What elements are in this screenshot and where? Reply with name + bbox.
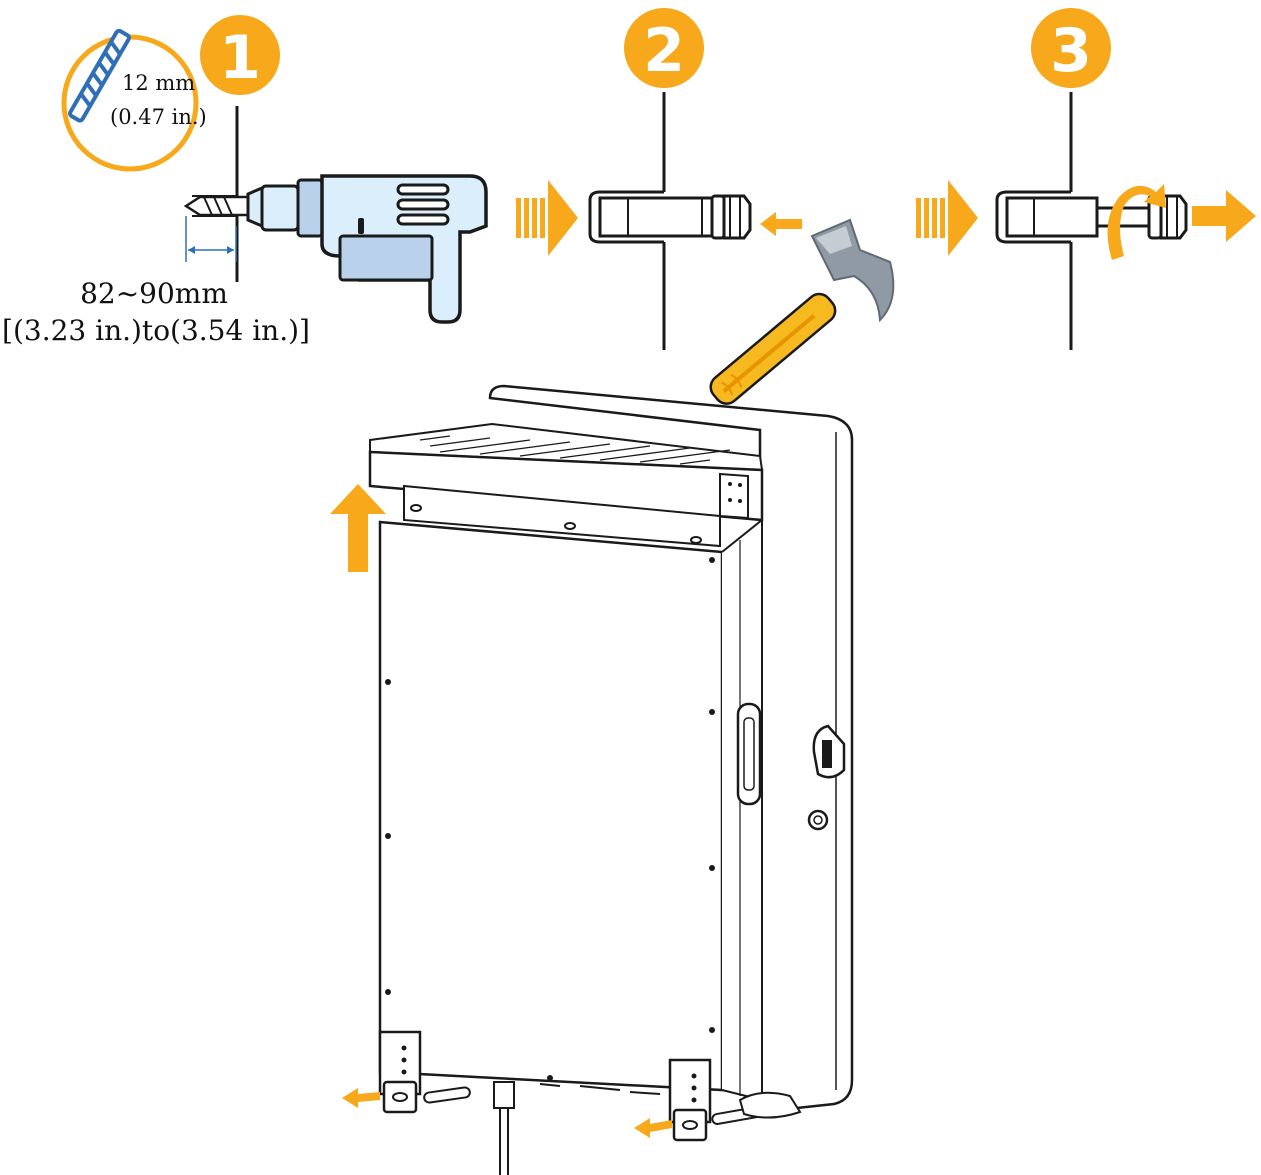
pull-arrow-icon: [1192, 190, 1256, 242]
drill-bit-callout: 12 mm (0.47 in.): [61, 28, 207, 172]
depth-dimension: [185, 216, 237, 262]
step-2-scene: [588, 92, 895, 405]
step-3-number: 3: [1050, 16, 1092, 86]
step-3-scene: [995, 92, 1256, 350]
direction-arrow-icon: [916, 180, 978, 256]
step-1-scene: 82~90mm [(3.23 in.)to(3.54 in.)]: [2, 106, 488, 347]
bit-diameter-mm: 12 mm: [122, 71, 195, 95]
anchor-bolt-icon: [598, 194, 752, 240]
inverter-icon: [368, 384, 854, 1175]
rotate-arrow-icon: [1107, 184, 1166, 260]
anchor-bolt-icon: [1005, 194, 1188, 240]
lift-up-arrow-icon: [330, 484, 386, 572]
step-3-badge: 3: [1031, 8, 1111, 88]
drill-icon: [246, 174, 488, 324]
bit-diameter-in: (0.47 in.): [110, 105, 207, 129]
step-1-number: 1: [219, 23, 261, 93]
depth-mm-label: 82~90mm: [80, 277, 228, 310]
drill-bit-icon: [68, 28, 131, 123]
step-1-badge: 1: [200, 15, 280, 95]
slide-left-arrow-icon: [342, 1088, 380, 1108]
step-2-number: 2: [643, 16, 685, 86]
depth-inches-label: [(3.23 in.)to(3.54 in.)]: [2, 314, 310, 347]
direction-arrow-icon: [516, 180, 578, 256]
slide-left-arrow-icon: [634, 1118, 672, 1138]
hammer-icon: [709, 218, 895, 405]
push-arrow-icon: [760, 212, 802, 236]
step-2-badge: 2: [624, 8, 704, 88]
